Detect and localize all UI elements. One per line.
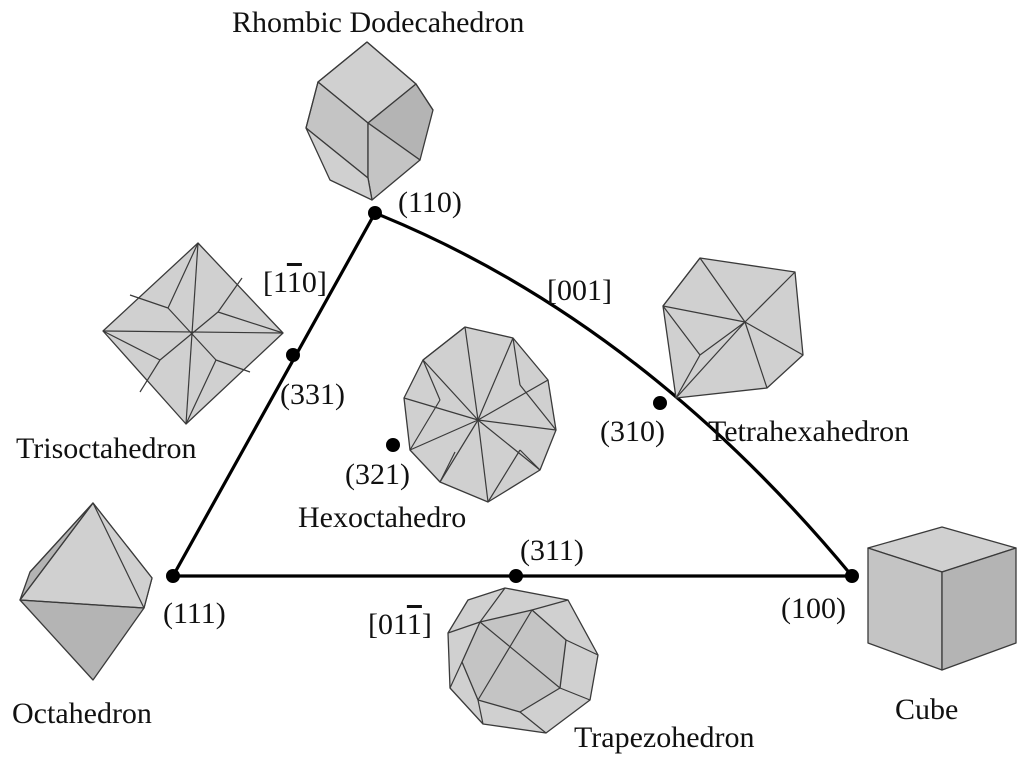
point-110	[368, 206, 382, 220]
point-310	[653, 396, 667, 410]
rhombic-dodecahedron-shape	[305, 41, 434, 201]
point-100	[845, 569, 859, 583]
edge-label-bottom-tail: ]	[422, 608, 432, 641]
label-tetrahexahedron: Tetrahexahedron	[708, 415, 909, 448]
label-edge-1-10: [110]	[263, 266, 327, 299]
edge-110-100	[373, 211, 854, 578]
label-point-311: (311)	[520, 534, 584, 567]
label-point-100: (100)	[781, 592, 846, 625]
label-point-331: (331)	[280, 378, 345, 411]
label-hexoctahedron: Hexoctahedro	[298, 501, 466, 534]
label-trisoctahedron: Trisoctahedron	[16, 432, 197, 465]
edge-label-bottom-head: [01	[368, 608, 407, 641]
point-331	[286, 348, 300, 362]
label-trapezohedron: Trapezohedron	[574, 721, 755, 754]
trisoctahedron-shape	[102, 242, 284, 425]
label-rhombic-dodecahedron: Rhombic Dodecahedron	[232, 6, 524, 39]
label-cube: Cube	[895, 693, 958, 726]
label-edge-01-1: [011]	[368, 608, 432, 641]
trapezohedron-shape	[447, 587, 599, 734]
label-edge-001: [001]	[547, 274, 612, 307]
edge-label-bottom-overbar: 1	[407, 608, 422, 641]
cube-shape	[867, 526, 1017, 671]
point-311	[509, 569, 523, 583]
hexoctahedron-shape	[403, 326, 557, 503]
label-octahedron: Octahedron	[12, 697, 152, 730]
label-point-321: (321)	[345, 458, 410, 491]
edge-111-110	[171, 211, 377, 578]
point-321	[386, 438, 400, 452]
label-point-310: (310)	[600, 415, 665, 448]
tetrahexahedron-shape	[662, 257, 804, 399]
edge-label-left-tail: 0]	[302, 266, 327, 299]
label-point-110: (110)	[398, 186, 462, 219]
edge-label-left-head: [1	[263, 266, 287, 299]
label-point-111: (111)	[163, 597, 226, 630]
point-111	[166, 569, 180, 583]
edge-label-left-overbar: 1	[287, 266, 302, 299]
octahedron-shape	[19, 502, 153, 681]
